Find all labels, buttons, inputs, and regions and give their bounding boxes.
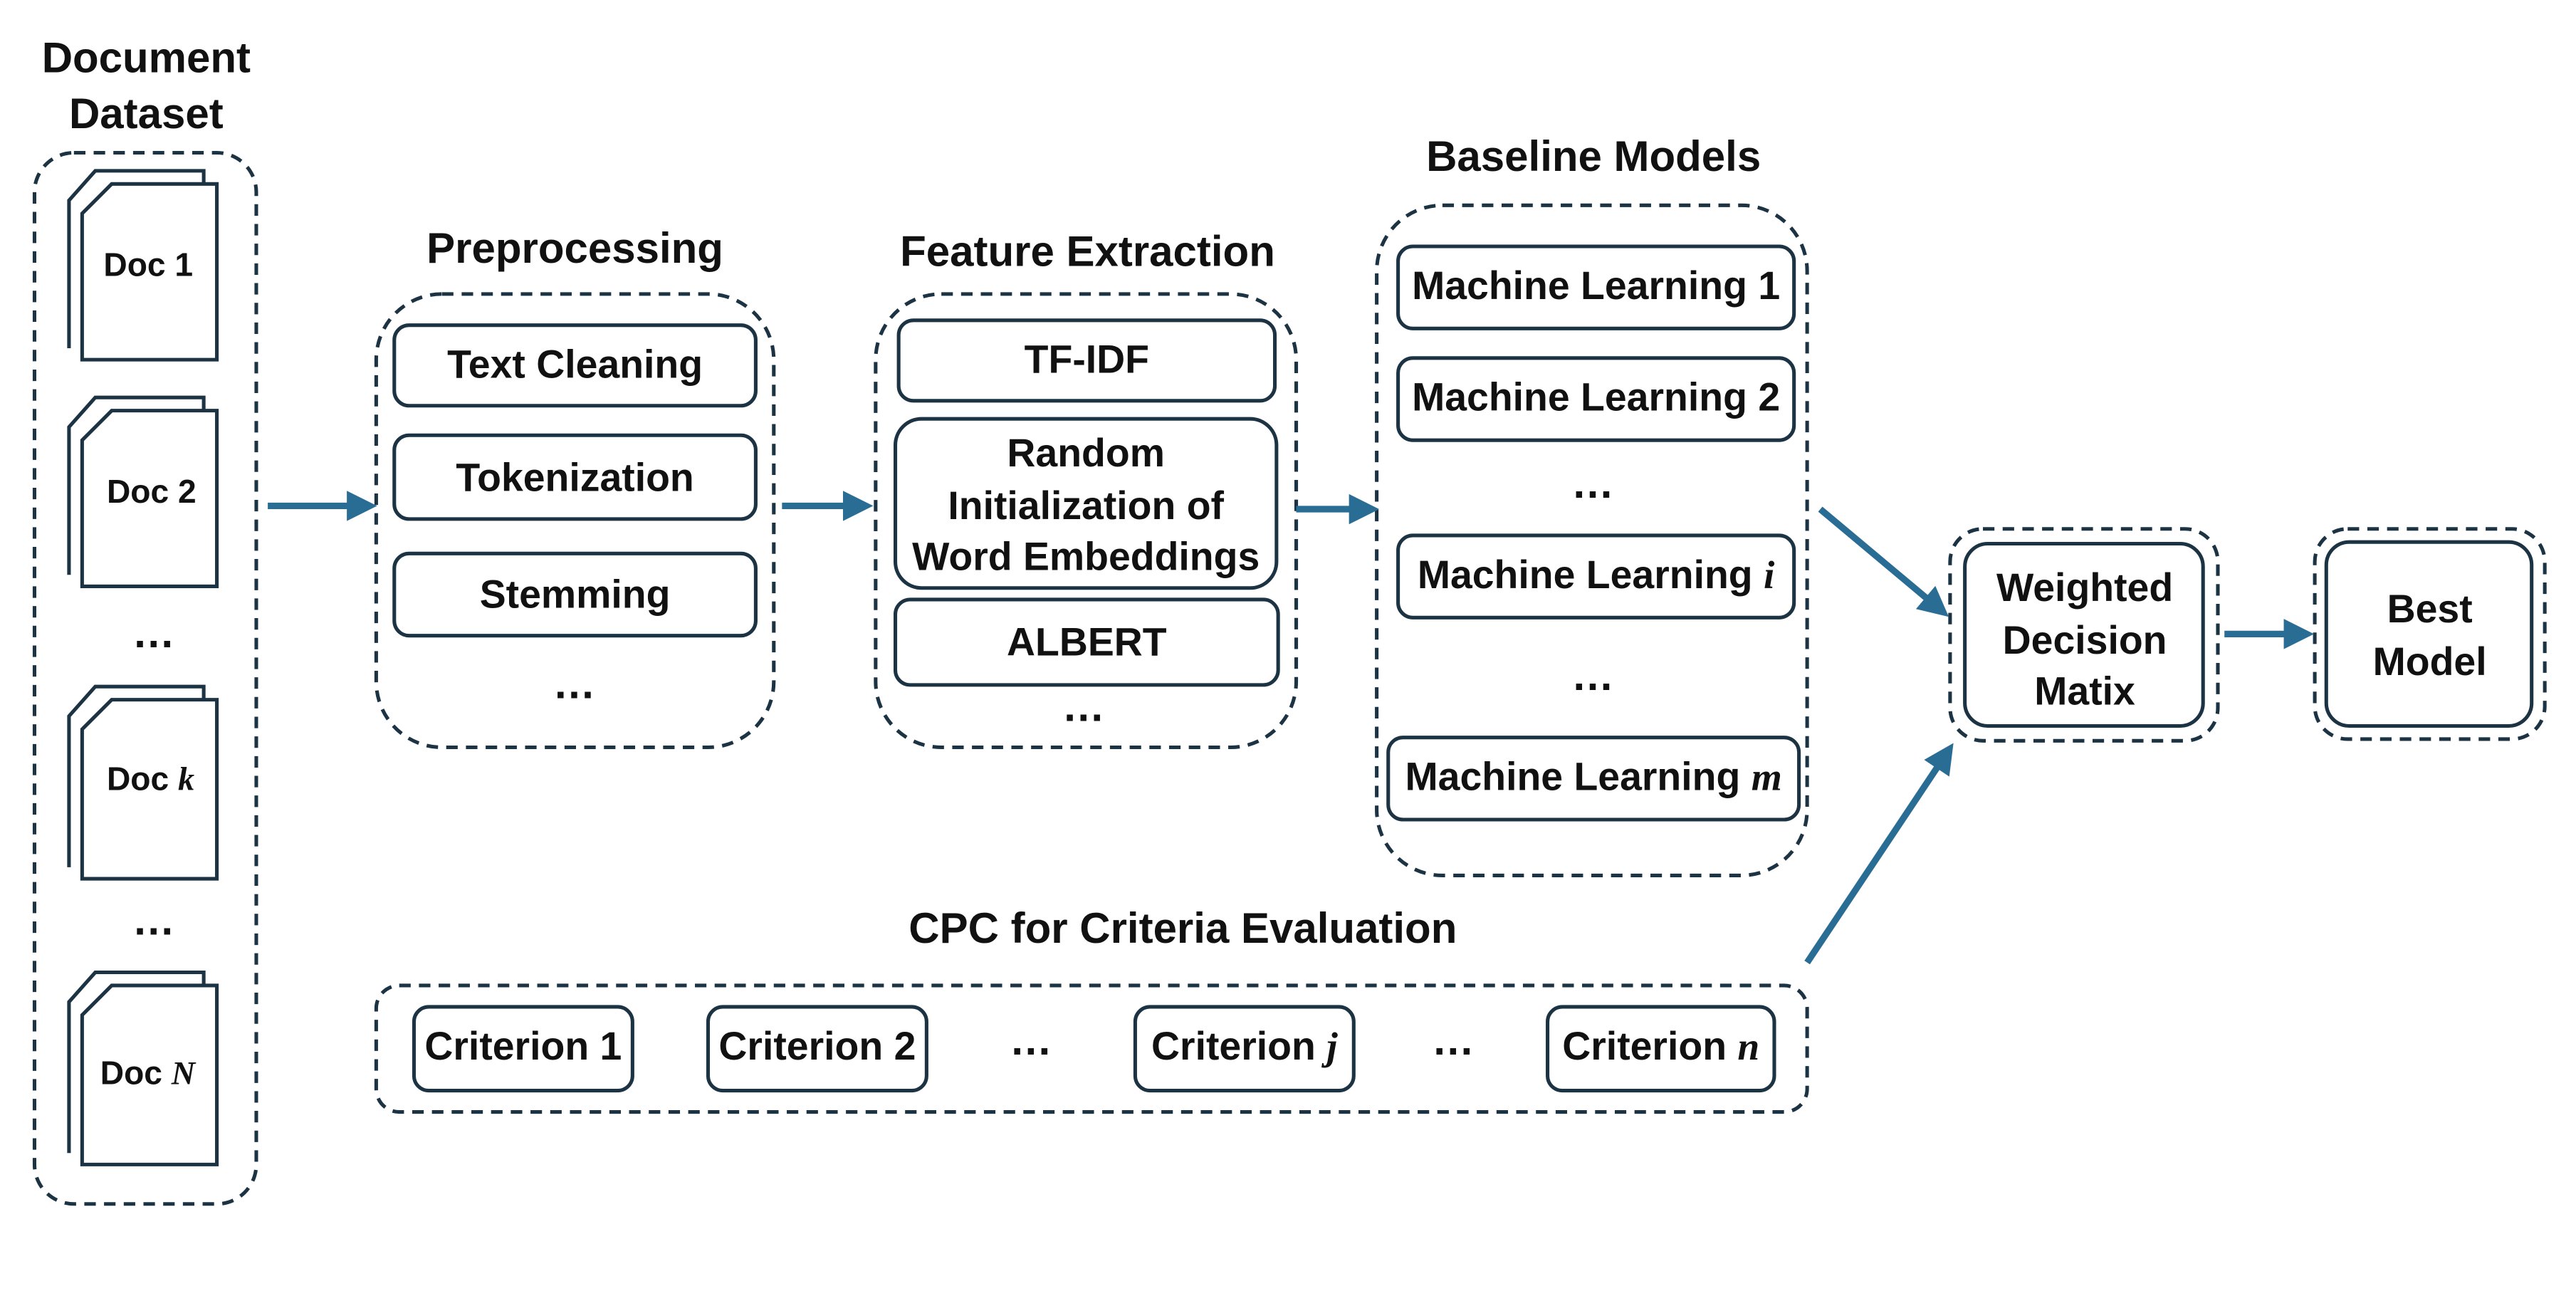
doc-n-label: Doc N — [100, 1056, 196, 1092]
criterion-n-label: Criterion n — [1562, 1025, 1760, 1070]
stemming-label: Stemming — [479, 573, 671, 618]
doc-1-icon — [67, 169, 219, 362]
stemming-box — [392, 551, 758, 638]
doc-1-label: Doc 1 — [103, 248, 194, 285]
doc-n-icon — [67, 970, 219, 1166]
document-dataset-title: Document Dataset — [41, 33, 251, 139]
feature-extraction-group — [874, 292, 1299, 750]
tokenization-box — [392, 433, 758, 521]
arrow-cpc-to-matrix — [1804, 743, 1954, 965]
doc-k-label: Doc k — [106, 762, 195, 799]
criterion-2-box — [706, 1005, 928, 1093]
criterion-n-box — [1546, 1005, 1776, 1093]
albert-label: ALBERT — [1007, 620, 1167, 666]
document-dataset-group — [32, 150, 258, 1206]
docs-ellipsis-2: … — [132, 895, 177, 945]
random-init-box — [893, 417, 1279, 590]
tf-idf-label: TF-IDF — [1024, 338, 1149, 383]
text-cleaning-box — [392, 323, 758, 408]
tokenization-label: Tokenization — [456, 456, 694, 501]
ml-m-box — [1386, 736, 1801, 822]
arrow-models-to-matrix — [1818, 506, 1949, 617]
criterion-j-label: Criterion j — [1151, 1025, 1338, 1070]
albert-box — [893, 597, 1280, 687]
criterion-1-label: Criterion 1 — [424, 1025, 622, 1070]
text-cleaning-label: Text Cleaning — [447, 343, 703, 388]
best-model-box — [2324, 540, 2534, 728]
ml-i-label: Machine Learning i — [1417, 553, 1775, 598]
ml-i-box — [1396, 533, 1796, 620]
cpc-group — [374, 983, 1809, 1114]
best-model-label: Best Model — [2372, 587, 2487, 685]
doc-2-icon — [67, 395, 219, 588]
decision-matrix-label: Weighted Decision Matix — [1996, 566, 2174, 716]
criterion-2-label: Criterion 2 — [718, 1025, 916, 1070]
best-model-outer — [2313, 527, 2547, 741]
doc-2-label: Doc 2 — [106, 474, 197, 511]
baseline-models-title: Baseline Models — [1426, 131, 1761, 181]
docs-ellipsis-1: … — [132, 607, 177, 657]
cpc-ellipsis-2: … — [1431, 1015, 1477, 1065]
ml-m-label: Machine Learning m — [1405, 756, 1782, 800]
cpc-ellipsis-1: … — [1009, 1015, 1054, 1065]
ml-ellipsis-2: … — [1571, 650, 1616, 700]
decision-matrix-outer — [1948, 527, 2220, 743]
random-init-label: Random Initialization of Word Embeddings — [912, 432, 1260, 581]
decision-matrix-box — [1963, 541, 2205, 728]
ml-1-box — [1396, 244, 1796, 330]
cpc-title: CPC for Criteria Evaluation — [909, 903, 1457, 953]
tf-idf-box — [896, 318, 1277, 403]
criterion-1-box — [412, 1005, 634, 1093]
feature-extraction-title: Feature Extraction — [900, 226, 1275, 276]
doc-k-icon — [67, 684, 219, 881]
baseline-models-group — [1375, 203, 1809, 877]
preprocessing-ellipsis: … — [553, 658, 597, 709]
ml-2-label: Machine Learning 2 — [1412, 376, 1781, 421]
preprocessing-title: Preprocessing — [426, 223, 723, 273]
feature-extraction-ellipsis: … — [1062, 681, 1107, 731]
ml-1-label: Machine Learning 1 — [1412, 264, 1781, 309]
ml-2-box — [1396, 356, 1796, 442]
ml-ellipsis-1: … — [1571, 458, 1616, 508]
criterion-j-box — [1133, 1005, 1356, 1093]
